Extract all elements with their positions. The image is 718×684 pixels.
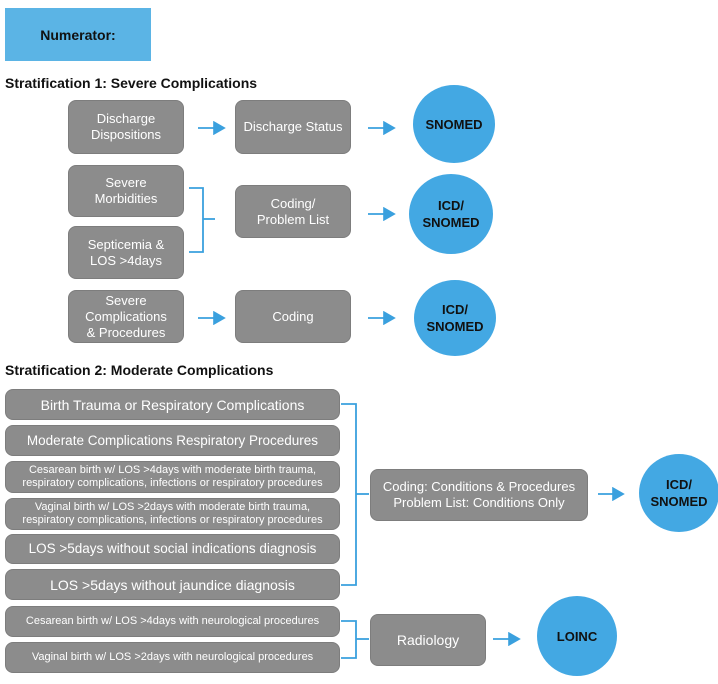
moderate-complications-respiratory-box: Moderate Complications Respiratory Proce… xyxy=(5,425,340,456)
vaginal-moderate-box: Vaginal birth w/ LOS >2days with moderat… xyxy=(5,498,340,530)
cesarean-neurological-box: Cesarean birth w/ LOS >4days with neurol… xyxy=(5,606,340,637)
coding-box: Coding xyxy=(235,290,351,343)
bracket-group2 xyxy=(341,620,357,659)
discharge-dispositions-box: Discharge Dispositions xyxy=(68,100,184,154)
icd-snomed-circle-3: ICD/ SNOMED xyxy=(639,454,718,532)
cesarean-moderate-box: Cesarean birth w/ LOS >4days with modera… xyxy=(5,461,340,493)
icd-snomed-circle-1: ICD/ SNOMED xyxy=(409,174,493,254)
birth-trauma-respiratory-box: Birth Trauma or Respiratory Complication… xyxy=(5,389,340,420)
severe-morbidities-box: Severe Morbidities xyxy=(68,165,184,217)
los-jaundice-box: LOS >5days without jaundice diagnosis xyxy=(5,569,340,600)
icd-snomed-circle-2: ICD/ SNOMED xyxy=(414,280,496,356)
stratification-1-title: Stratification 1: Severe Complications xyxy=(5,75,258,91)
vaginal-neurological-box: Vaginal birth w/ LOS >2days with neurolo… xyxy=(5,642,340,673)
severe-complications-procedures-box: Severe Complications & Procedures xyxy=(68,290,184,343)
coding-problem-list-box: Coding/ Problem List xyxy=(235,185,351,238)
numerator-header: Numerator: xyxy=(5,8,151,61)
los-social-indications-box: LOS >5days without social indications di… xyxy=(5,534,340,564)
discharge-status-box: Discharge Status xyxy=(235,100,351,154)
loinc-circle: LOINC xyxy=(537,596,617,676)
radiology-box: Radiology xyxy=(370,614,486,666)
coding-conditions-procedures-box: Coding: Conditions & Procedures Problem … xyxy=(370,469,588,521)
septicemia-los-box: Septicemia & LOS >4days xyxy=(68,226,184,279)
bracket-group1 xyxy=(341,403,357,586)
bracket-morbidities xyxy=(189,187,204,253)
stratification-2-title: Stratification 2: Moderate Complications xyxy=(5,362,274,378)
snomed-circle-1: SNOMED xyxy=(413,85,495,163)
